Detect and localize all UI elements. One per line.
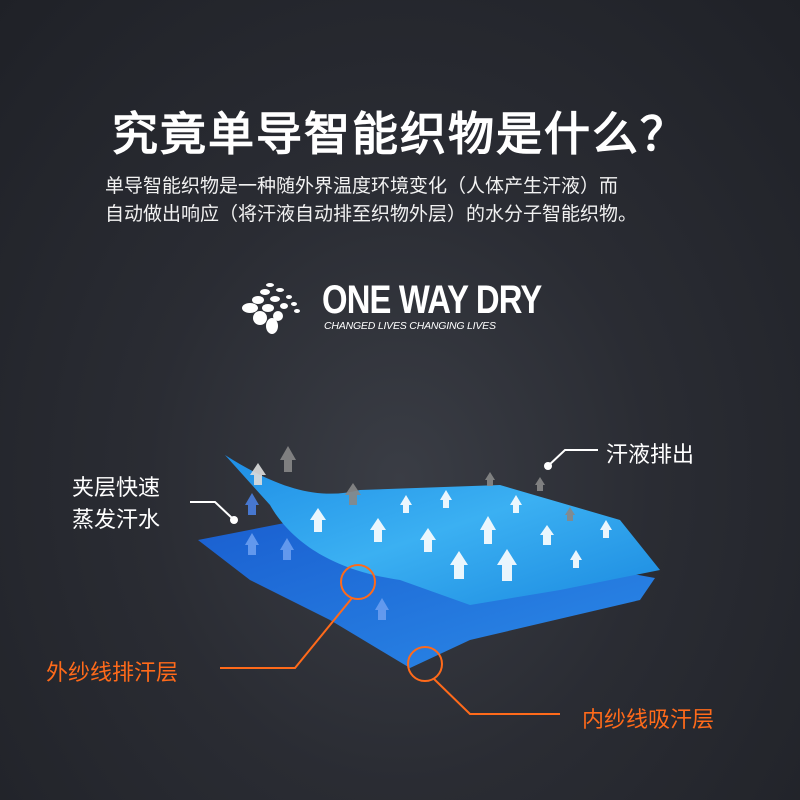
inner-layer <box>198 520 655 668</box>
page-title: 究竟单导智能织物是什么？ <box>112 107 688 161</box>
label-middle-1: 夹层快速 <box>72 476 161 501</box>
label-inner-layer: 内纱线吸汗层 <box>582 708 715 733</box>
label-outer-layer: 外纱线排汗层 <box>46 661 179 686</box>
callout-lines <box>190 449 598 715</box>
description: 单导智能织物是一种随外界温度环境变化（人体产生汗液）而 自动做出响应（将汗液自动… <box>105 172 637 228</box>
brand-logo-icon <box>242 283 300 334</box>
description-line: 自动做出响应（将汗液自动排至织物外层）的水分子智能织物。 <box>105 203 638 225</box>
brand-tagline: CHANGED LIVES CHANGING LIVES <box>324 320 496 332</box>
description-line: 单导智能织物是一种随外界温度环境变化（人体产生汗液）而 <box>105 175 619 197</box>
label-middle-2: 蒸发汗水 <box>72 508 161 533</box>
outer-layer <box>225 455 660 605</box>
brand-name: ONE WAY DRY <box>322 278 542 322</box>
arrows <box>245 446 612 620</box>
label-sweat-out: 汗液排出 <box>606 443 695 468</box>
